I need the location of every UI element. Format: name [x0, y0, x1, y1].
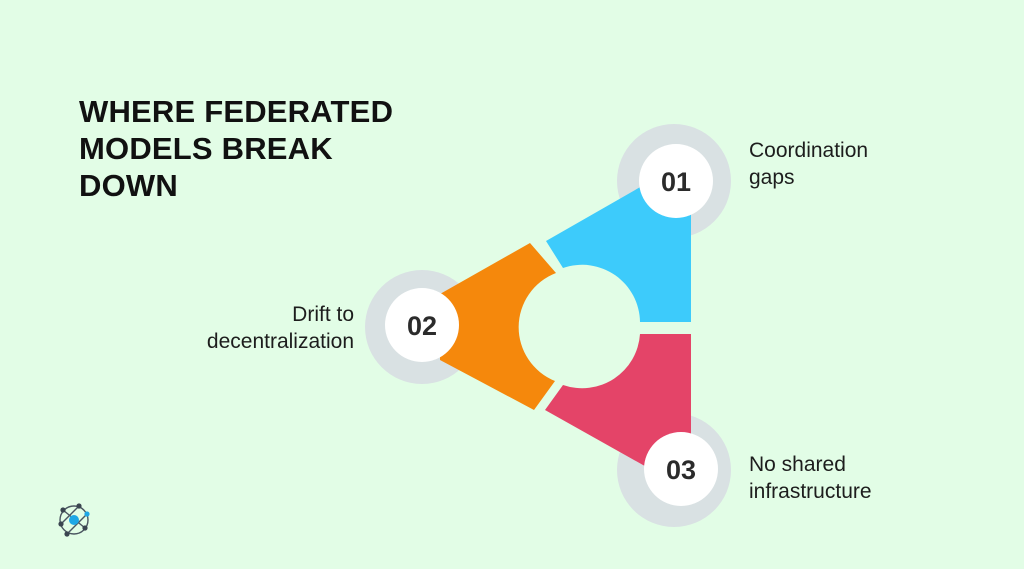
step-1-number: 01 — [661, 167, 691, 197]
step-3-number: 03 — [666, 455, 696, 485]
step-3-label-line-1: No shared — [749, 453, 846, 476]
step-3-label-line-2: infrastructure — [749, 480, 872, 503]
title-line-3: DOWN — [79, 168, 178, 203]
step-1-badge — [639, 144, 713, 218]
step-1-label: Coordination gaps — [749, 137, 868, 191]
step-1-label-line-2: gaps — [749, 166, 795, 189]
network-globe-icon — [58, 503, 90, 537]
step-2-label-line-2: decentralization — [206, 330, 354, 353]
step-2-label-line-1: Drift to — [292, 303, 354, 326]
step-1-label-line-1: Coordination — [749, 139, 869, 162]
step-2-segment — [440, 243, 556, 410]
title-line-2: MODELS BREAK — [79, 131, 333, 166]
step-2-badge — [385, 288, 459, 362]
step-2-label: Drift to decentralization — [154, 301, 354, 355]
title-line-1: WHERE FEDERATED — [79, 94, 394, 129]
step-3-badge — [644, 432, 718, 506]
step-3-label: No shared infrastructure — [749, 451, 872, 505]
step-2-number: 02 — [407, 311, 437, 341]
page-title: WHERE FEDERATED MODELS BREAK DOWN — [79, 93, 439, 204]
